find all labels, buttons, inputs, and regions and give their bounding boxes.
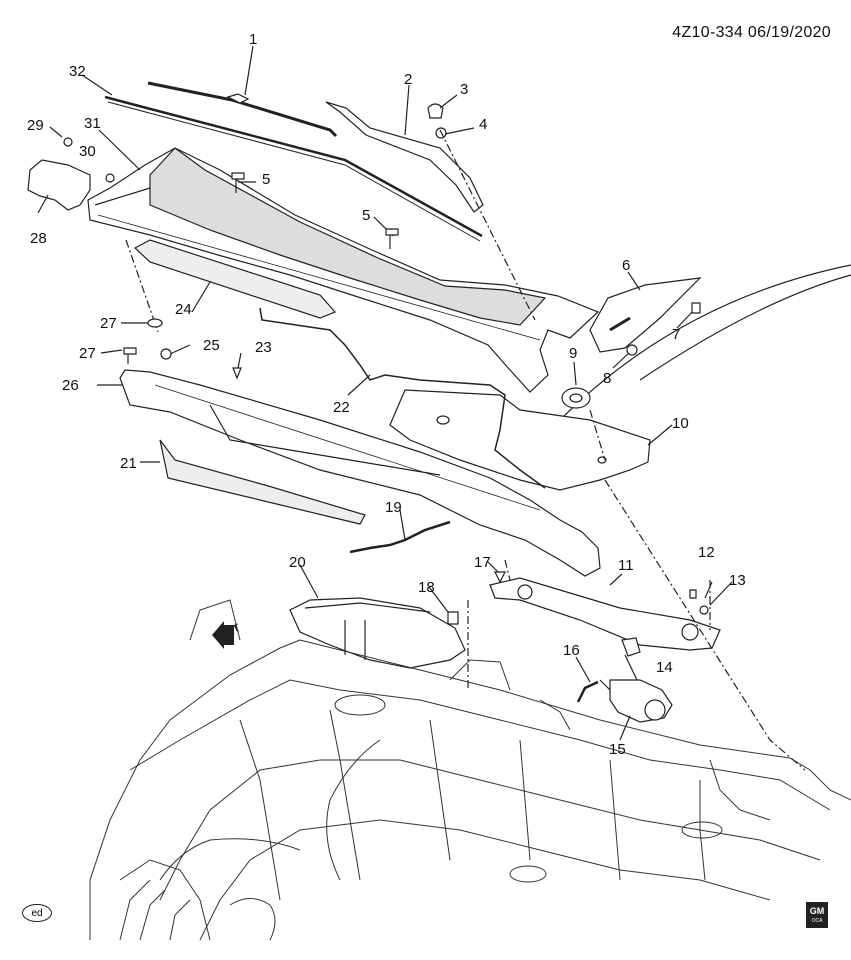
grommet-9 — [561, 387, 591, 409]
seal-24 — [133, 239, 337, 319]
bracket-14 — [621, 637, 641, 657]
windshield-edge — [559, 264, 851, 421]
fastener-25 — [160, 348, 172, 360]
fastener-31 — [105, 173, 115, 183]
washer-hose-22 — [259, 307, 546, 489]
bracket-29 — [27, 159, 91, 211]
hose-19 — [349, 520, 451, 554]
front-direction-arrow — [212, 621, 234, 649]
callout-23: 23 — [255, 339, 272, 356]
callout-2: 2 — [404, 71, 413, 88]
side-seal-6 — [589, 277, 702, 353]
wiper-arm-2 — [325, 101, 484, 213]
wiper-blade-1 — [147, 81, 338, 138]
fastener-5b — [385, 228, 399, 249]
callout-14: 14 — [656, 659, 673, 676]
seal-21 — [159, 439, 366, 525]
callout-9: 9 — [569, 345, 578, 362]
callout-15: 15 — [609, 741, 626, 758]
fastener-13 — [699, 605, 709, 615]
fastener-30 — [63, 137, 73, 147]
lower-cowl-26 — [119, 369, 601, 577]
callout-5b: 5 — [362, 207, 371, 224]
fastener-28 — [147, 318, 163, 328]
callout-1: 1 — [249, 31, 258, 48]
fastener-5a — [231, 172, 245, 193]
fastener-27 — [123, 347, 137, 364]
callout-31: 30 — [79, 143, 96, 160]
duct-20 — [289, 597, 466, 669]
diagram-code: 4Z10-334 06/19/2020 — [672, 24, 831, 41]
callout-21: 21 — [120, 455, 137, 472]
fasteners — [63, 137, 709, 625]
callout-33: 32 — [69, 63, 86, 80]
callout-6: 6 — [622, 257, 631, 274]
callout-7: 7 — [672, 326, 681, 343]
gm-logo-sub: OCA — [811, 918, 823, 924]
callout-8: 8 — [603, 370, 612, 387]
cap-3 — [427, 103, 444, 119]
wiper-blade-33 — [104, 95, 483, 238]
cowl-grille-mesh — [149, 147, 547, 326]
gm-logo-text: GM — [809, 906, 825, 916]
callout-12: 12 — [698, 544, 715, 561]
callout-13: 13 — [729, 572, 746, 589]
callout-3: 3 — [460, 81, 469, 98]
callout-18: 18 — [418, 579, 435, 596]
gm-logo: GM OCA — [806, 902, 828, 928]
callout-29: 28 — [30, 230, 47, 247]
callout-32: 31 — [84, 115, 101, 132]
callout-22: 22 — [333, 399, 350, 416]
fastener-17 — [494, 571, 506, 584]
callout-28: 27 — [100, 315, 117, 332]
vehicle-body — [89, 599, 851, 941]
callout-17: 17 — [474, 554, 491, 571]
connector-16 — [576, 680, 599, 703]
callout-24: 24 — [175, 301, 192, 318]
fastener-12 — [689, 589, 697, 599]
callout-30: 29 — [27, 117, 44, 134]
callout-26: 26 — [62, 377, 79, 394]
callout-19: 19 — [385, 499, 402, 516]
callout-27: 27 — [79, 345, 96, 362]
fastener-7 — [691, 302, 701, 314]
fastener-18 — [447, 611, 459, 625]
callout-20: 20 — [289, 554, 306, 571]
insulator-10 — [389, 389, 651, 491]
callout-10: 10 — [672, 415, 689, 432]
callout-5a: 5 — [262, 171, 271, 188]
callout-16: 16 — [563, 642, 580, 659]
ed-mark: ed — [22, 904, 52, 922]
fastener-23 — [232, 367, 242, 380]
fastener-8 — [626, 344, 638, 356]
callout-11: 11 — [618, 557, 634, 574]
callout-4: 4 — [479, 116, 488, 133]
callout-25: 25 — [203, 337, 220, 354]
